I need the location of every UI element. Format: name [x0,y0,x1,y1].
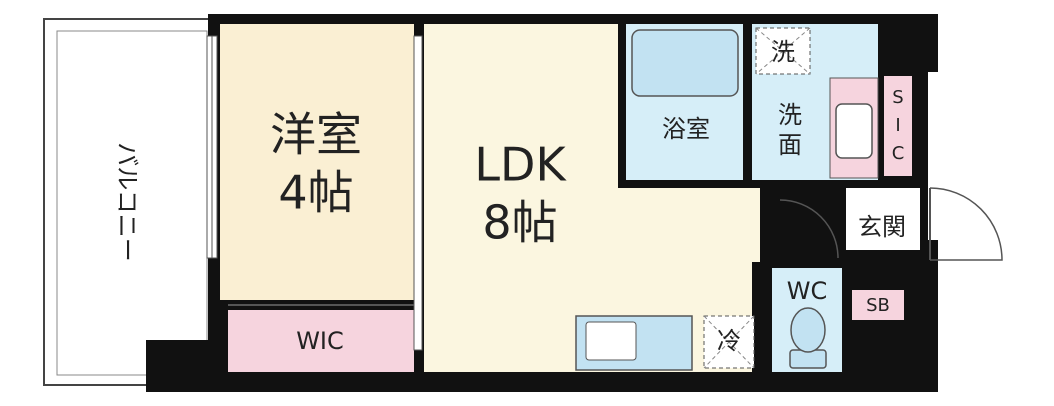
wic-label: WIC [296,327,344,355]
balcony-area [43,18,217,386]
front-door-swing [929,187,1003,261]
washroom-label-2: 面 [778,131,802,159]
toilet-bowl [790,307,826,353]
ldk-name: LDK [474,138,567,192]
corner-column-left [146,340,216,392]
sic-label-1: S [892,87,903,108]
kitchen-sink [585,321,637,361]
corner-column-right [904,14,938,72]
ldk-floor [424,24,760,372]
wc-label: WC [787,277,828,305]
right-wall-lower [904,240,938,392]
shoe-box-area [852,290,904,320]
entrance-label: 玄関 [858,213,906,241]
fridge-diagonal-2 [703,315,755,369]
sic-floor [884,76,912,176]
washing-machine-label: 洗 [771,38,795,66]
entrance-floor [846,188,920,250]
partition-sliding-door [413,35,423,351]
bathtub [631,29,739,97]
washroom-label-1: 洗 [778,101,802,129]
fridge-label: 冷 [717,327,741,355]
sic-label-2: I [895,115,900,136]
wic-floor [228,310,414,372]
western-room-name: 洋室 [270,108,362,162]
sink-basin [835,103,873,159]
sic-label-3: C [892,143,905,164]
shoe-box-label: SB [866,295,890,316]
bathroom-label: 浴室 [662,115,710,143]
western-room-size: 4帖 [278,166,353,220]
washer-diagonal-2 [755,27,811,75]
western-room-floor [220,24,414,300]
ldk-size: 8帖 [482,196,557,250]
hall-door-swing [779,199,839,259]
balcony-label: バルコニー [113,142,141,262]
